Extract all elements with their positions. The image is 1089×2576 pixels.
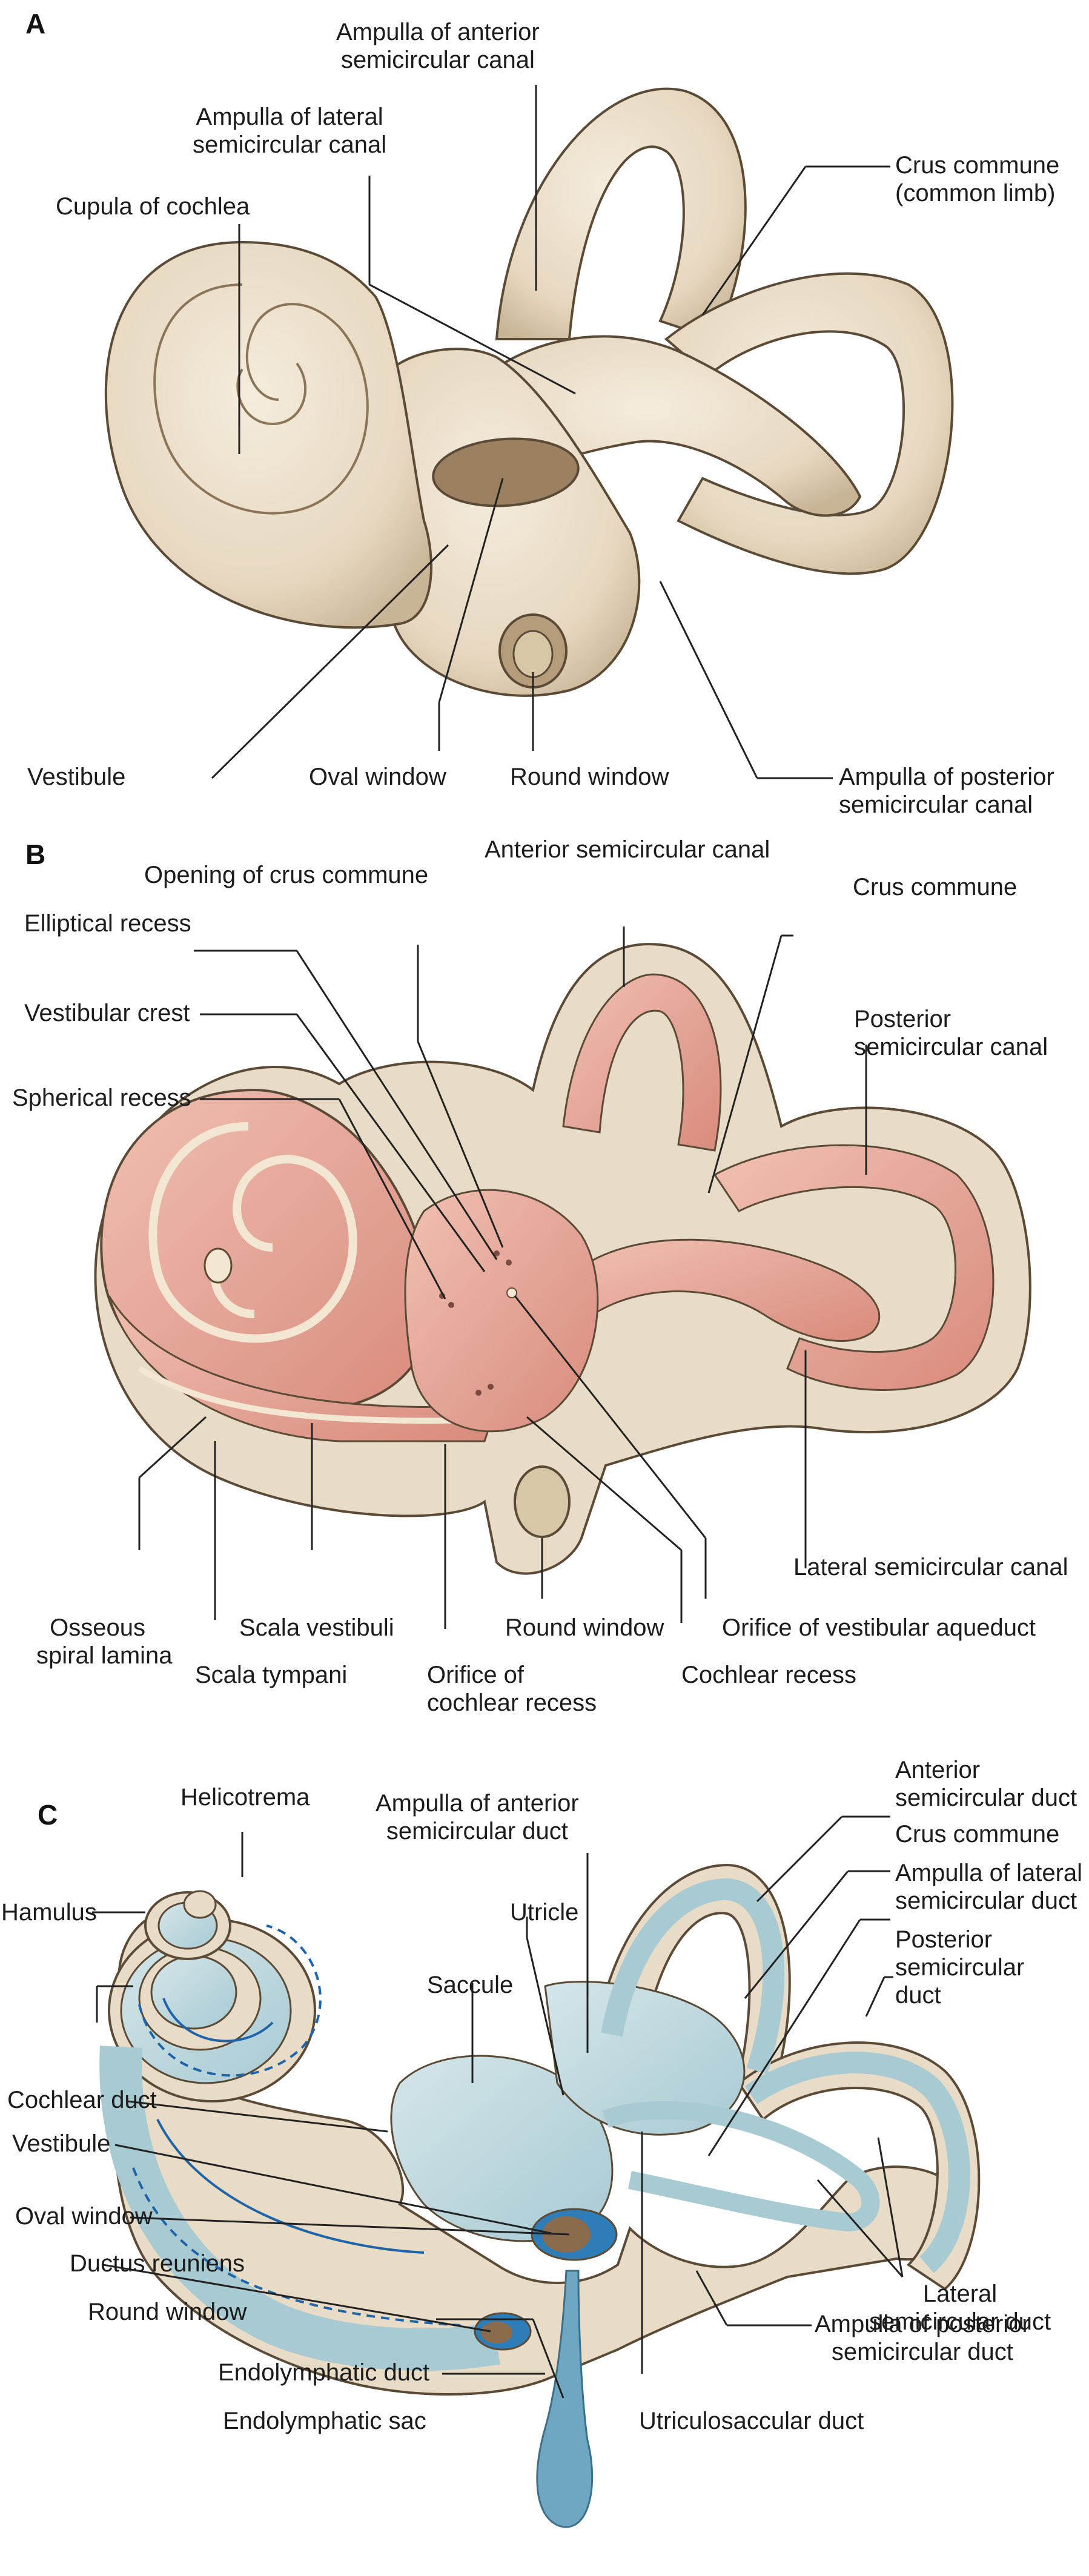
panel-b-bony-labyrinth-opened: B	[0, 836, 1089, 1744]
cochlea-coils-c	[108, 1890, 322, 2102]
label-spherical-recess: Spherical recess	[12, 1085, 191, 1111]
oval-window	[432, 437, 580, 507]
anterior-canal-lumen	[562, 973, 722, 1152]
anterior-semicircular-canal	[495, 87, 747, 341]
label-opening-of-crus-commune: Opening of crus commune	[144, 862, 429, 888]
label-anterior-semicircular-duct: Anterior semicircular duct	[895, 1757, 1077, 1811]
round-window	[498, 613, 568, 689]
label-anterior-semicircular-canal: Anterior semicircular canal	[485, 836, 770, 863]
label-lateral-semicircular-canal: Lateral semicircular canal	[793, 1554, 1068, 1580]
label-endolymphatic-sac: Endolymphatic sac	[223, 2408, 426, 2434]
leader-lines-c	[92, 1815, 904, 2399]
membranous-labyrinth-illustration	[92, 1815, 981, 2528]
cochlea-basal-turn	[108, 1295, 498, 1442]
cochlea	[104, 240, 432, 629]
label-oval-window: Oval window	[309, 764, 446, 790]
label-scala-tympani: Scala tympani	[195, 1662, 348, 1688]
posterior-semicircular-canal	[664, 272, 954, 575]
label-crus-commune-common-limb: Crus commune (common limb)	[895, 152, 1060, 206]
label-vestibular-crest: Vestibular crest	[24, 1000, 190, 1026]
label-crus-commune: Crus commune	[853, 874, 1018, 900]
label-orifice-vestibular-aqueduct: Orifice of vestibular aqueduct	[722, 1614, 1036, 1641]
panel-letter-a: A	[25, 8, 46, 39]
leader-lines-b	[138, 926, 867, 1629]
label-ampulla-posterior-canal: Ampulla of posterior semicircular canal	[839, 764, 1054, 818]
leader-lines-a	[211, 85, 890, 779]
label-posterior-semicircular-canal: Posterior semicircular canal	[854, 1006, 1048, 1060]
label-ampulla-lateral-canal: Ampulla of lateral semicircular canal	[193, 104, 387, 158]
label-ampulla-lateral-duct: Ampulla of lateral semicircular duct	[895, 1860, 1083, 1914]
label-oval-window-c: Oval window	[15, 2203, 153, 2230]
label-orifice-cochlear-recess: Orifice of cochlear recess	[427, 1662, 597, 1716]
label-vestibule: Vestibule	[27, 764, 126, 790]
round-window-c	[474, 2312, 532, 2351]
cochlea-opened	[100, 1088, 432, 1413]
label-utricle: Utricle	[510, 1899, 579, 1926]
round-window-b	[514, 1465, 571, 1538]
label-cupula-of-cochlea: Cupula of cochlea	[56, 193, 250, 220]
label-cochlear-recess: Cochlear recess	[681, 1662, 857, 1688]
vestibule-opened	[404, 1189, 599, 1433]
label-helicotrema: Helicotrema	[180, 1784, 310, 1811]
opened-labyrinth-illustration	[94, 926, 1031, 1629]
label-saccule: Saccule	[427, 1972, 514, 1998]
label-scala-vestibuli: Scala vestibuli	[239, 1614, 394, 1641]
label-lateral-semicircular-duct: Lateral semicircular duct	[869, 2280, 1051, 2335]
oval-window-c	[531, 2208, 618, 2261]
panel-letter-c: C	[38, 1799, 58, 1831]
panel-letter-b: B	[25, 839, 46, 870]
label-round-window: Round window	[510, 764, 669, 790]
bony-labyrinth-illustration	[104, 85, 954, 779]
lateral-semicircular-canal	[471, 335, 862, 517]
semicircular-ducts	[601, 1878, 970, 2273]
label-hamulus: Hamulus	[1, 1899, 97, 1926]
posterior-canal-lumen	[713, 1144, 995, 1391]
label-crus-commune-c: Crus commune	[895, 1821, 1060, 1848]
utricle-saccule	[390, 1981, 746, 2242]
label-ampulla-posterior-duct: Ampulla of posterior semicircular duct	[815, 2311, 1030, 2365]
label-round-window-b: Round window	[505, 1614, 664, 1641]
lateral-canal-lumen	[574, 1238, 881, 1342]
label-utriculosaccular-duct: Utriculosaccular duct	[639, 2408, 864, 2434]
label-round-window-c: Round window	[88, 2299, 247, 2325]
label-cochlear-duct: Cochlear duct	[7, 2087, 157, 2113]
label-posterior-semicircular-duct: Posterior semicircular duct	[895, 1926, 1025, 2009]
label-elliptical-recess: Elliptical recess	[24, 910, 191, 937]
cochlear-duct-basal	[99, 2046, 500, 2371]
label-ductus-reuniens: Ductus reuniens	[70, 2250, 245, 2277]
panel-c-membranous-labyrinth: C	[0, 1744, 1089, 2576]
label-osseous-spiral-lamina: Osseous spiral lamina	[36, 1614, 173, 1669]
label-endolymphatic-duct: Endolymphatic duct	[218, 2359, 430, 2386]
label-ampulla-anterior-canal: Ampulla of anterior semicircular canal	[336, 19, 540, 73]
panel-a-bony-labyrinth-external: A	[0, 0, 1089, 836]
label-vestibule-c: Vestibule	[12, 2130, 111, 2157]
label-ampulla-anterior-duct: Ampulla of anterior semicircular duct	[376, 1790, 579, 1844]
